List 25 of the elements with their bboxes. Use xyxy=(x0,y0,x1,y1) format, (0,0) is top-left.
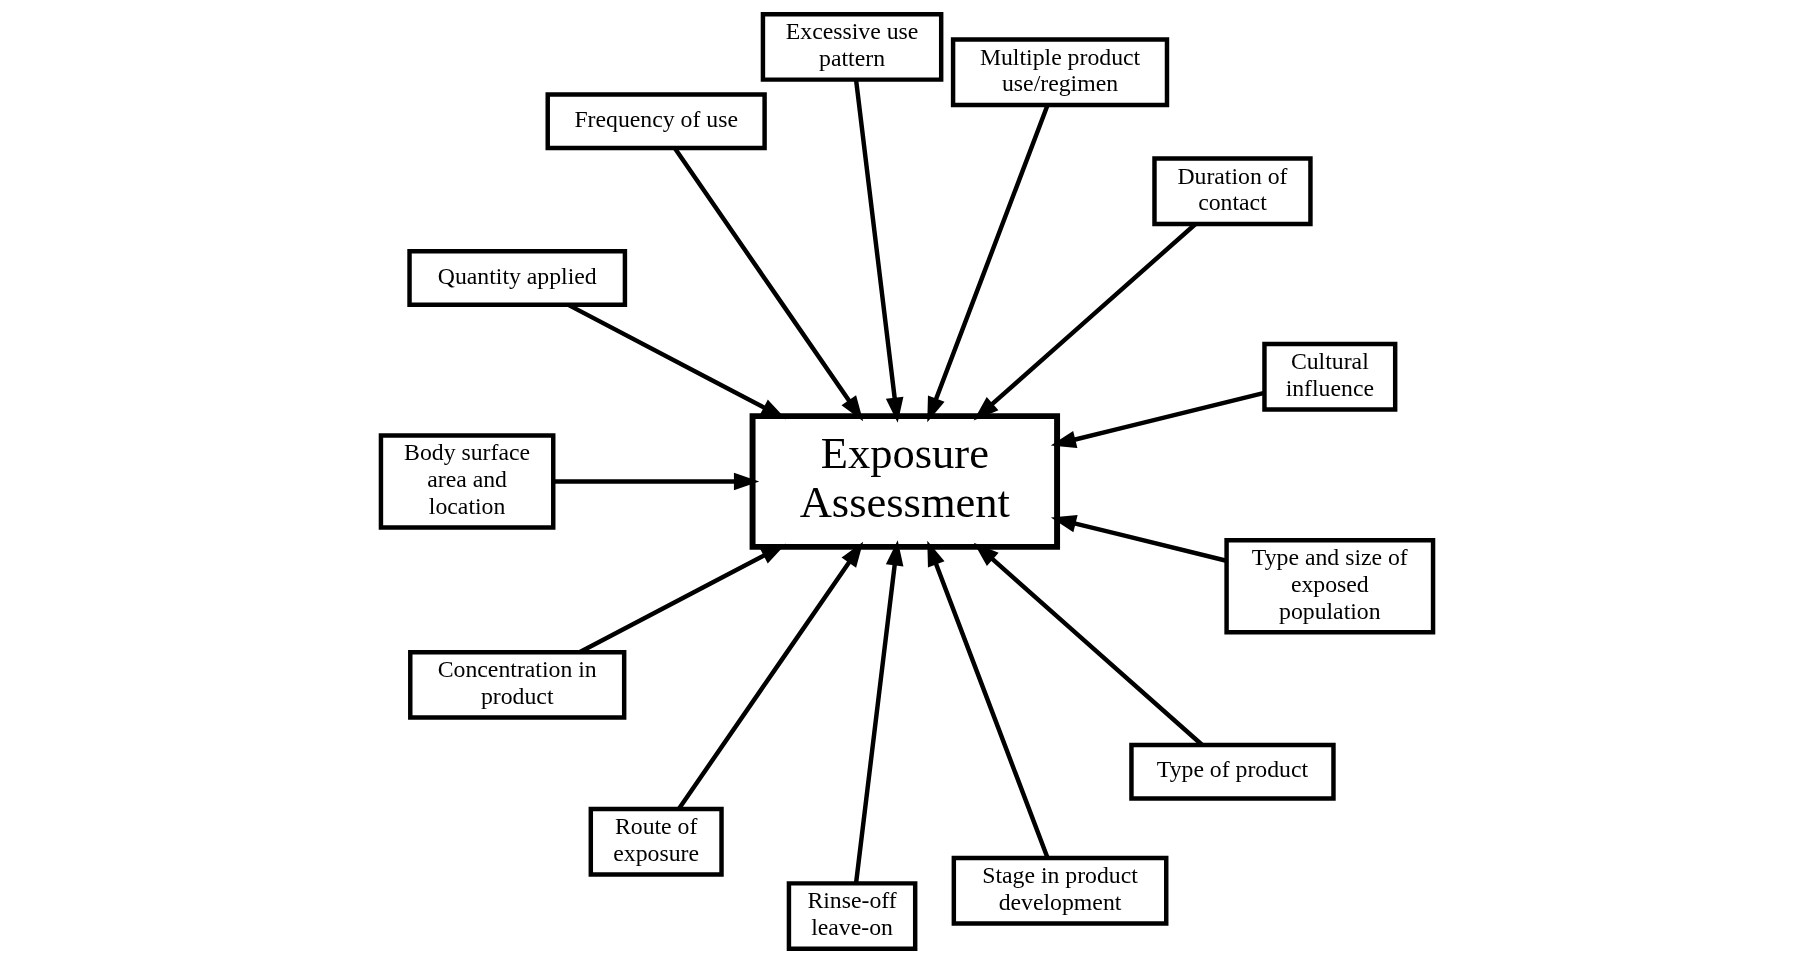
node-box: Type and size of exposed population xyxy=(1224,537,1436,635)
arrow xyxy=(1050,514,1227,563)
arrow xyxy=(853,540,904,883)
arrow xyxy=(578,543,787,655)
node-box: Stage in product development xyxy=(951,855,1169,926)
node-box: Excessive use pattern xyxy=(760,12,944,82)
arrow xyxy=(553,472,760,491)
node-box: Duration of contact xyxy=(1152,156,1313,227)
node-box: Multiple product use/regimen xyxy=(950,37,1170,108)
node-box: Type of product xyxy=(1129,742,1336,801)
node-box: Rinse-off leave-on xyxy=(786,881,918,951)
arrow xyxy=(673,147,864,422)
node-box: Body surface area and location xyxy=(378,433,556,530)
arrow xyxy=(567,302,787,420)
node-box: Cultural influence xyxy=(1262,341,1398,412)
node-box: Frequency of use xyxy=(545,92,767,151)
node-box: Exposure Assessment xyxy=(749,413,1061,550)
arrow xyxy=(853,80,904,423)
arrow xyxy=(677,541,864,810)
node-box: Concentration in product xyxy=(408,650,627,720)
arrow xyxy=(927,104,1050,423)
node-box: Quantity applied xyxy=(407,249,628,308)
node-box: Route of exposure xyxy=(588,806,724,877)
arrow xyxy=(1050,390,1265,449)
arrow xyxy=(927,540,1050,859)
